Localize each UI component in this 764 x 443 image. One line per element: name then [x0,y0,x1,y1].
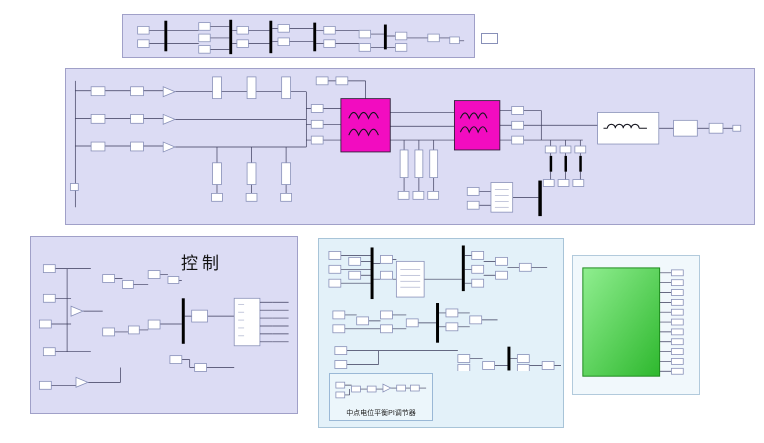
top-bus-strip-panel[interactable] [122,14,475,58]
blocks[interactable] [328,251,555,371]
blocks[interactable] [137,22,460,54]
control-canvas [39,264,289,390]
demux-block[interactable] [233,297,273,347]
blocks[interactable] [69,76,742,210]
scope-canvas [582,267,684,377]
bus-bars[interactable] [164,19,387,55]
transformer-block-1[interactable] [340,98,391,153]
power-circuit-canvas [69,76,742,217]
output-ports[interactable] [671,269,684,375]
pi-regulator-label: 中点电位平衡PI调节器 [346,410,416,417]
bus-bars[interactable] [181,298,185,344]
standalone-block[interactable] [481,33,498,44]
bus-bars[interactable] [370,245,511,371]
bus-bars[interactable] [538,155,582,217]
wires [344,384,427,396]
pi-regulator-subpanel[interactable]: 中点电位平衡PI调节器 [329,373,433,421]
power-circuit-panel[interactable] [65,68,755,225]
wires [51,268,289,386]
modulation-panel[interactable]: 中点电位平衡PI调节器 [318,238,564,428]
wires [70,80,733,208]
blocks[interactable] [39,264,208,390]
modulation-canvas [328,245,562,371]
blocks[interactable] [335,381,420,399]
transformer-block-2[interactable] [453,100,501,151]
scope-panel[interactable] [572,255,700,395]
wires [659,272,672,372]
control-panel[interactable]: 控制 [30,236,298,414]
wires [340,255,562,366]
wires [149,26,465,50]
pi-regulator-canvas [335,381,427,399]
filter-inductor-block[interactable] [597,112,660,145]
control-panel-title: 控制 [181,254,223,273]
top-bus-strip-canvas [137,19,465,55]
pwm-subsystem-block[interactable] [395,260,425,298]
measurement-subsystem-block[interactable] [490,182,514,213]
green-subsystem-block[interactable] [582,267,661,377]
